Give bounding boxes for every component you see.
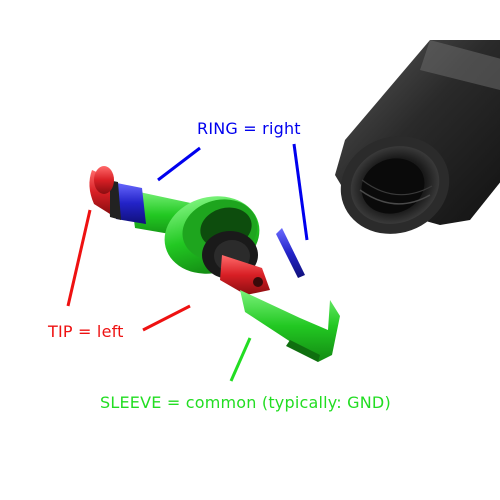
sleeve-callout-line: [229, 337, 252, 382]
ring-callout-line-right: [292, 143, 309, 241]
connector-housing-image: [335, 40, 500, 234]
sleeve-label: SLEEVE = common (typically: GND): [100, 393, 391, 412]
trs-jack-plug-image: [89, 166, 340, 362]
ring-label: RING = right: [197, 119, 301, 138]
tip-label: TIP = left: [48, 322, 124, 341]
ring-callout-line: [157, 146, 201, 182]
tip-callout-line-right: [142, 304, 191, 332]
tip-callout-line: [66, 209, 92, 307]
